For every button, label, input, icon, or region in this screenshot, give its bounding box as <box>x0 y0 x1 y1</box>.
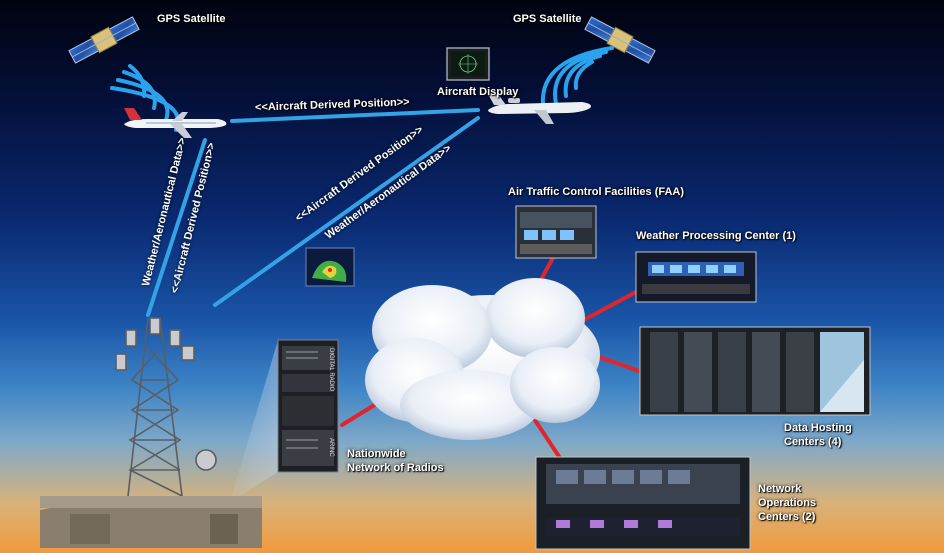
aircraft-to-ground-link <box>213 116 480 307</box>
atc-label: Air Traffic Control Facilities (FAA) <box>508 186 685 198</box>
gps-satellite-left <box>68 16 181 132</box>
radios-label-line-2: Network of Radios <box>347 462 444 474</box>
data-hosting-photo <box>639 326 871 416</box>
noc-photo <box>535 456 751 550</box>
aircraft-display-screen <box>446 47 490 81</box>
aircraft-display-label: Aircraft Display <box>437 86 519 98</box>
atc-facility-photo <box>515 205 597 259</box>
noc-label: Network Operations Centers (2) <box>758 482 816 524</box>
server-rack-icon <box>277 339 339 473</box>
noc-label-line-3: Centers (2) <box>758 511 816 523</box>
weather-center-label: Weather Processing Center (1) <box>636 230 796 242</box>
radio-wave-icon <box>540 46 614 114</box>
data-hosting-label-line-1: Data Hosting <box>784 422 852 434</box>
satellite-icon <box>584 16 656 64</box>
data-hosting-label-line-2: Centers (4) <box>784 436 842 448</box>
gps-satellite-right <box>540 16 656 114</box>
data-hosting-label: Data Hosting Centers (4) <box>784 421 852 449</box>
rack-callout-fan <box>230 340 278 502</box>
cloud-icon <box>365 278 600 440</box>
rack-label-digital-radio: DIGITAL RADIO <box>328 348 334 392</box>
noc-label-line-2: Operations <box>758 497 817 509</box>
weather-display-screen <box>305 247 355 287</box>
radios-label: Nationwide Network of Radios <box>347 447 444 475</box>
weather-center-photo <box>635 251 757 303</box>
gps-satellite-right-label: GPS Satellite <box>513 13 582 25</box>
gps-satellite-left-label: GPS Satellite <box>157 13 226 25</box>
radio-tower-icon <box>115 317 217 497</box>
aircraft-to-tower-link <box>146 138 207 317</box>
noc-label-line-1: Network <box>758 483 802 495</box>
airplane-icon <box>124 108 227 138</box>
rack-label-arinc: ARINC <box>328 438 334 457</box>
building-icon <box>40 496 262 548</box>
satellite-icon <box>68 16 140 64</box>
uplink-lines <box>146 108 480 317</box>
airplane-icon <box>488 94 591 124</box>
radios-label-line-1: Nationwide <box>347 448 406 460</box>
aircraft-to-aircraft-link <box>230 108 480 123</box>
